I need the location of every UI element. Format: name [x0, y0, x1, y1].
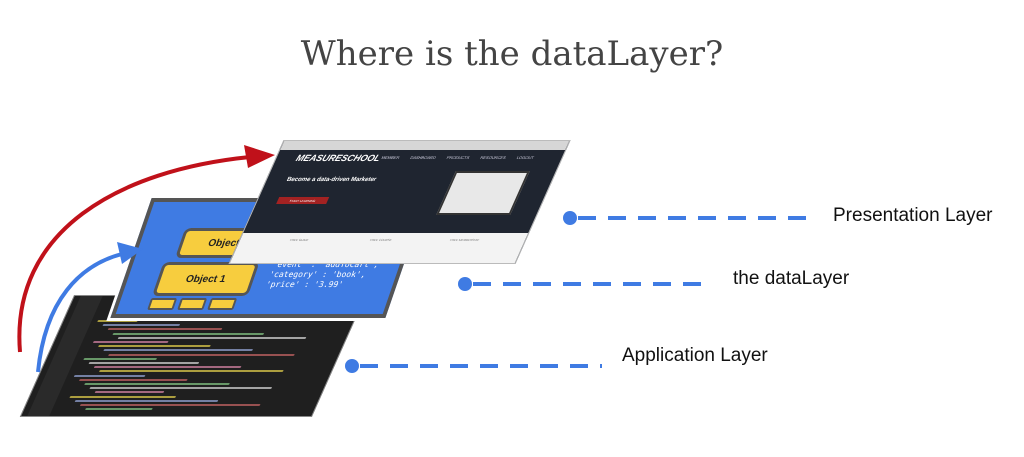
- blue-arrowhead-icon: [117, 242, 143, 264]
- blue-arrow: [36, 252, 123, 373]
- presentation-layer-label: Presentation Layer: [833, 205, 993, 226]
- application-layer-label: Application Layer: [622, 345, 768, 366]
- datalayer-label: the dataLayer: [733, 268, 850, 289]
- presentation-dot-icon: [563, 211, 577, 225]
- application-dot-icon: [345, 359, 359, 373]
- slide-title: Where is the dataLayer?: [300, 34, 724, 74]
- red-arrow: [17, 155, 251, 353]
- red-arrowhead-icon: [244, 145, 275, 168]
- datalayer-dot-icon: [458, 277, 472, 291]
